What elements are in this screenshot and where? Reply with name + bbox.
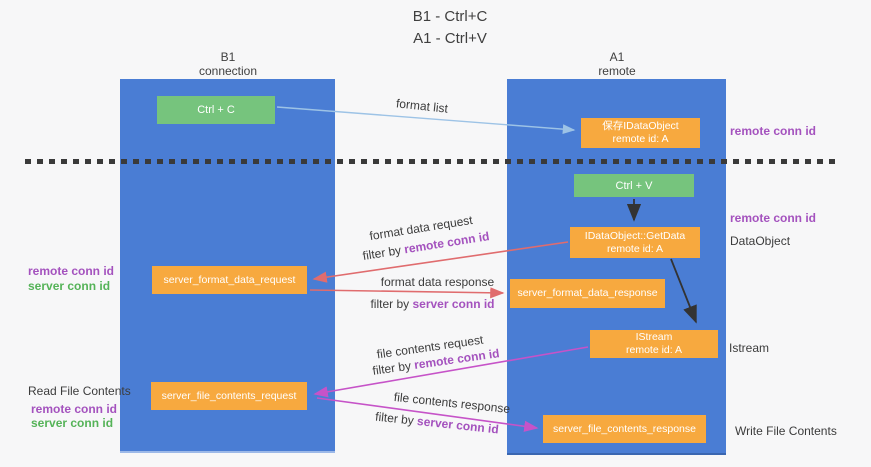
save-idataobject-box: 保存IDataObject remote id: A	[581, 118, 700, 148]
server-format-data-request-label: server_format_data_request	[163, 273, 296, 286]
server-file-contents-request-label: server_file_contents_request	[161, 389, 297, 402]
getdata-line1: IDataObject::GetData	[584, 229, 686, 242]
title-line-2: A1 - Ctrl+V	[413, 30, 487, 47]
istream-side-label: Istream	[729, 341, 770, 355]
filter-by-prefix-2: filter by	[370, 297, 413, 311]
write-file-contents-label: Write File Contents	[735, 424, 837, 438]
format-data-response-arrow-label: format data response	[380, 275, 495, 289]
istream-line2: remote id: A	[625, 344, 683, 356]
left-column-header: B1 connection	[148, 50, 308, 78]
istream-line1: IStream	[635, 331, 673, 343]
read-file-contents-label: Read File Contents	[28, 384, 131, 398]
istream-box: IStream remote id: A	[590, 330, 718, 358]
filter-by-value-2: server conn id	[412, 297, 495, 311]
ctrl-c-label: Ctrl + C	[197, 104, 235, 116]
left-column-name: B1	[220, 50, 236, 64]
filter-by-prefix-4: filter by	[374, 409, 418, 428]
server-format-data-request-box: server_format_data_request	[152, 266, 307, 294]
save-idataobject-line2: remote id: A	[612, 133, 669, 145]
server-file-contents-response-label: server_file_contents_response	[552, 422, 696, 435]
session-divider-dashed-line	[25, 159, 838, 164]
diagram-title: B1 - Ctrl+C A1 - Ctrl+V	[300, 6, 600, 50]
filter-by-server-conn-id-label-1: filter by server conn id	[370, 297, 495, 311]
title-line-1: B1 - Ctrl+C	[412, 8, 488, 25]
format-list-arrow-label: format list	[395, 96, 449, 116]
right-column-subtitle: remote	[598, 64, 636, 78]
remote-conn-id-label-left-2: remote conn id	[31, 402, 118, 416]
server-file-contents-response-box: server_file_contents_response	[543, 415, 706, 443]
filter-by-prefix-1: filter by	[361, 242, 406, 263]
save-idataobject-line1: 保存IDataObject	[602, 120, 679, 132]
server-conn-id-label-left-1: server conn id	[28, 279, 111, 293]
getdata-line2: remote id: A	[606, 242, 664, 255]
remote-conn-id-label-right-1: remote conn id	[730, 124, 817, 138]
ctrl-c-step-box: Ctrl + C	[157, 96, 275, 124]
server-conn-id-label-left-2: server conn id	[31, 416, 114, 430]
left-column-subtitle: connection	[198, 64, 258, 78]
remote-conn-id-label-left-1: remote conn id	[28, 264, 115, 278]
server-file-contents-request-box: server_file_contents_request	[151, 382, 307, 410]
idataobject-getdata-box: IDataObject::GetData remote id: A	[570, 227, 700, 258]
dataobject-label: DataObject	[730, 234, 791, 248]
right-column-header: A1 remote	[537, 50, 697, 78]
right-column-name: A1	[609, 50, 625, 64]
ctrl-v-label: Ctrl + V	[615, 179, 653, 192]
filter-by-value-4: server conn id	[416, 413, 500, 437]
remote-conn-id-label-right-2: remote conn id	[730, 211, 817, 225]
server-format-data-response-label: server_format_data_response	[517, 287, 658, 299]
ctrl-v-step-box: Ctrl + V	[574, 174, 694, 197]
server-format-data-response-box: server_format_data_response	[510, 279, 665, 308]
arrow-format-data-response	[309, 287, 505, 299]
